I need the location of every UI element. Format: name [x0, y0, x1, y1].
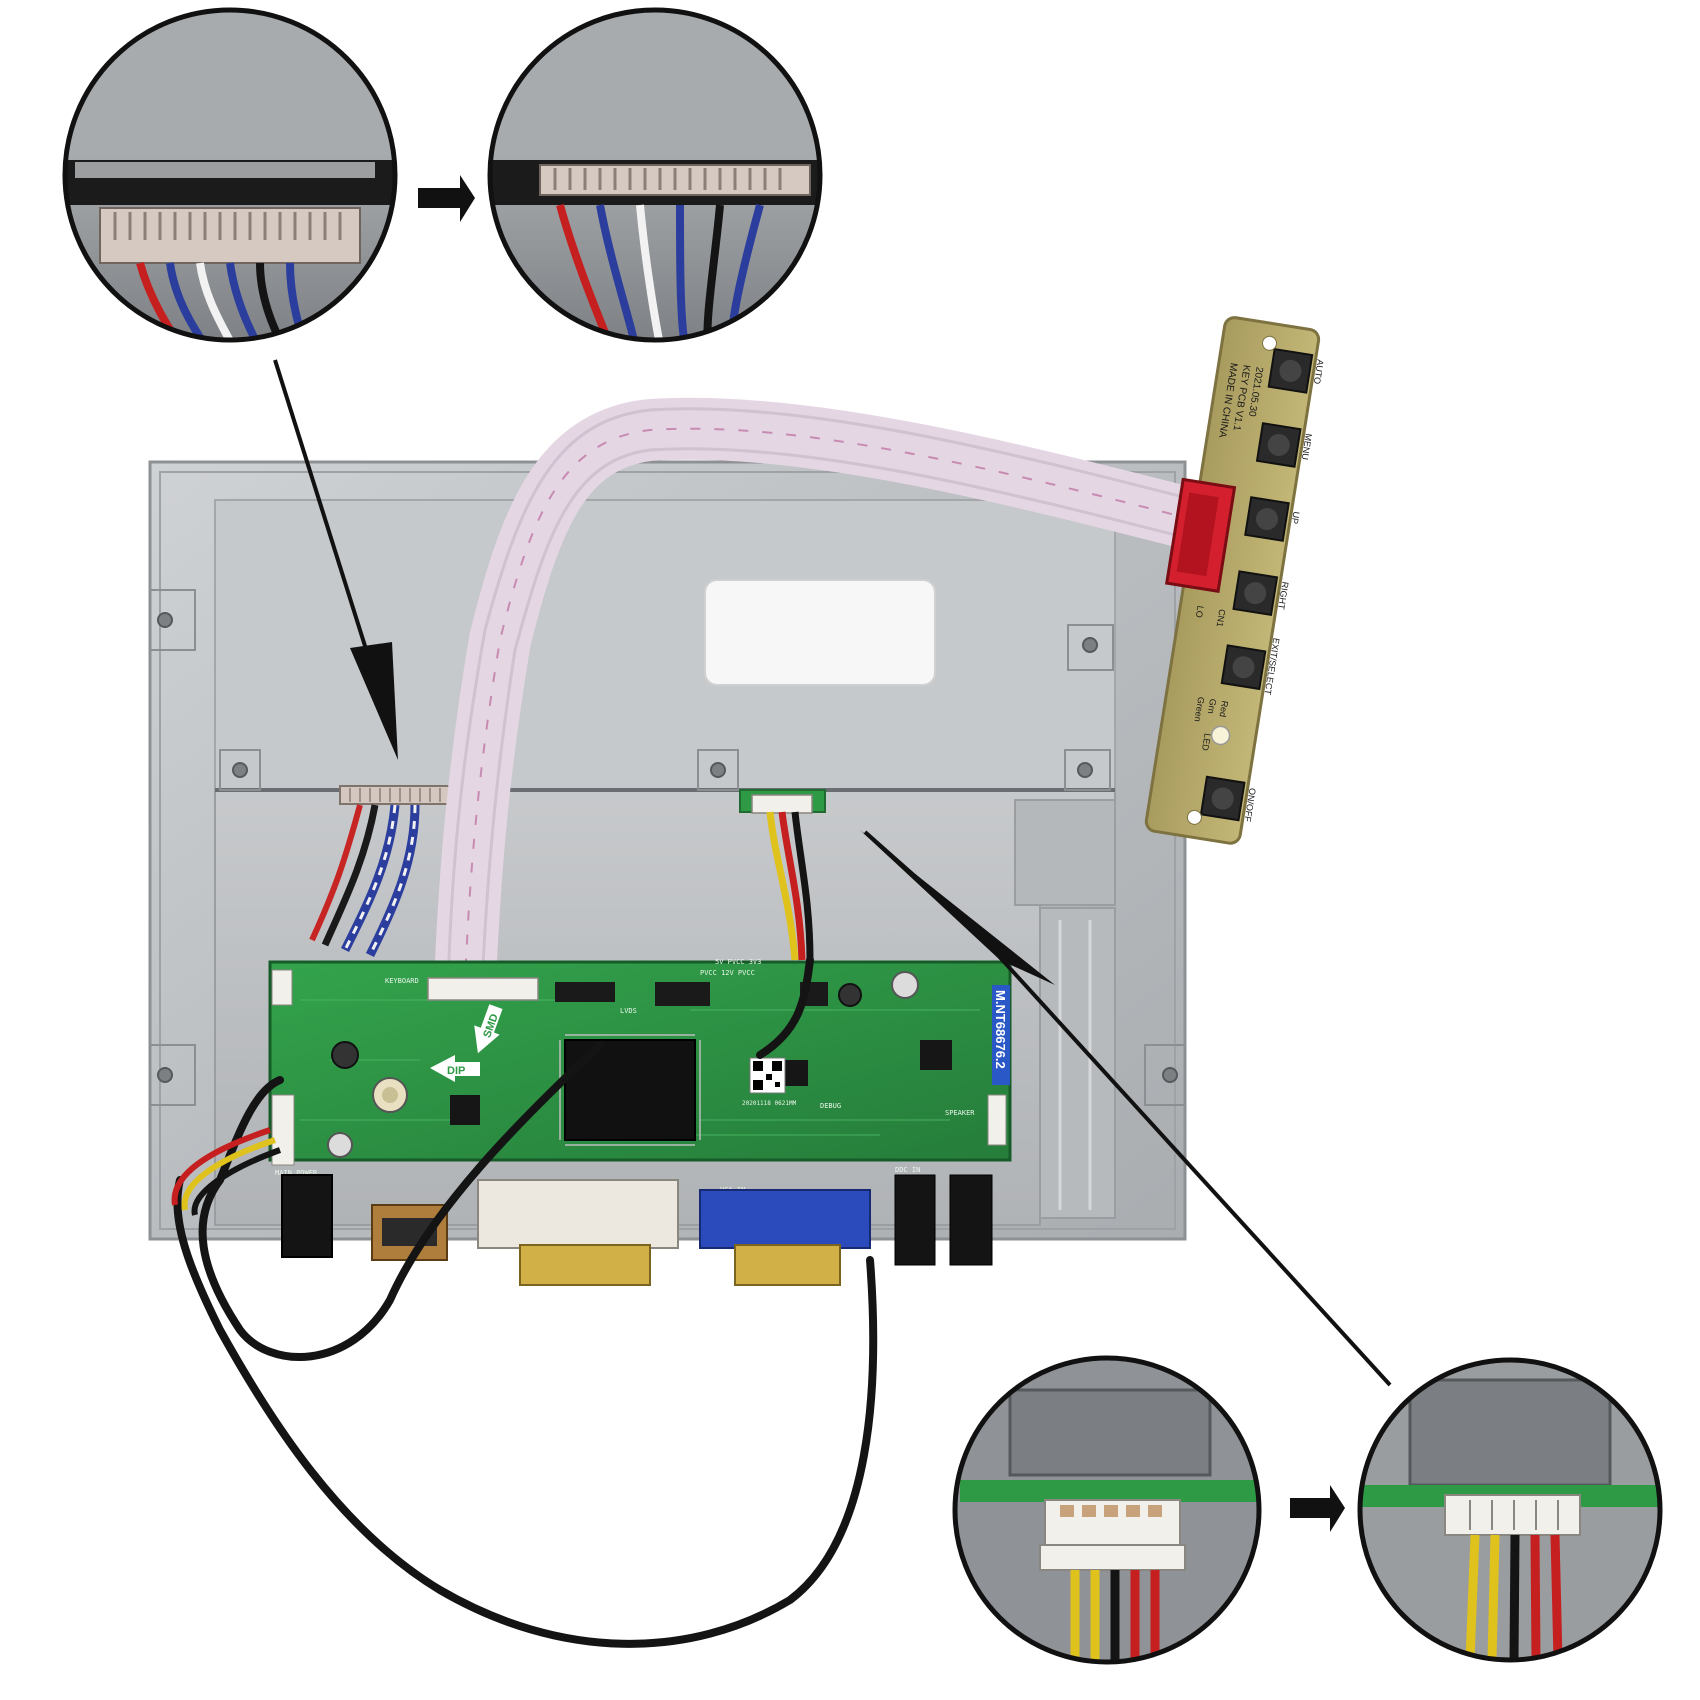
panel-backlight-connector [739, 789, 826, 814]
right-arrow-icon [418, 175, 475, 222]
keypad-led [1210, 725, 1231, 746]
silk-main-power: MAIN POWER [275, 1169, 318, 1177]
keypad-label-up: UP [1290, 511, 1302, 525]
lvds-twisted-cable [309, 804, 420, 958]
board-ports [281, 1174, 993, 1286]
panel-lvds-connector [339, 785, 451, 805]
capacitors [327, 971, 919, 1158]
zoom-lvds-unplugged [62, 7, 398, 343]
silk-power-select: 5V PVCC 3V3 [715, 958, 761, 966]
panel-screws [157, 612, 1178, 1083]
backlight-inverter-cable [173, 956, 878, 1648]
panel-label-sticker [704, 579, 936, 686]
backlight-wire [766, 811, 814, 961]
keypad-label-right: RIGHT [1276, 581, 1290, 611]
right-arrow-icon [1290, 1485, 1345, 1532]
dc-power-jack [281, 1174, 333, 1258]
pointer-arrow-icon [273, 359, 398, 760]
board-model-label: M.NT68676.2 [993, 990, 1008, 1069]
audio-jack [949, 1174, 993, 1266]
keypad-led-green: Green [1192, 696, 1206, 722]
keypad-header [427, 977, 539, 1001]
silk-pvcc: PVCC 12V PVCC [700, 969, 755, 977]
keypad-led-grn: Grn [1206, 698, 1218, 714]
silk-speaker: SPEAKER [945, 1109, 975, 1117]
pointer-arrow-icon [860, 830, 1392, 1387]
keypad-button-on-off[interactable] [1199, 775, 1246, 822]
keypad-label-auto: AUTO [1312, 359, 1326, 385]
dip-label: DIP [447, 1065, 465, 1077]
controller-board: M.NT68676.2 DIP SMD KEYBOARD LVDS 5V PVC… [268, 958, 1012, 1194]
main-power-header [271, 1094, 295, 1166]
keypad-button-auto[interactable] [1267, 348, 1314, 394]
silk-debug: DEBUG [820, 1102, 841, 1110]
silk-qr-caption: 20201118 0621MM [742, 1100, 797, 1107]
keypad-led-red: Red [1218, 700, 1230, 718]
keypad-button-up[interactable] [1244, 496, 1290, 542]
keyboard-header [271, 969, 293, 1006]
keypad-board: AUTO MENU UP RIGHT EXIT/SELECT ON/OFF 20… [1144, 316, 1326, 845]
keypad-led-caption: LED [1200, 733, 1213, 752]
small-ic [920, 1040, 952, 1070]
silk-ddc-in: DDC IN [895, 1166, 920, 1174]
keypad-label-menu: MENU [1300, 433, 1314, 461]
power-wire-bundle [171, 1127, 282, 1216]
keypad-button-right[interactable] [1232, 570, 1279, 616]
speaker-header [987, 1094, 1007, 1146]
keypad-cn-label: CN1 [1215, 608, 1228, 627]
zoom-backlight-plugged [1357, 1357, 1663, 1663]
qr-code [749, 1057, 786, 1094]
vga-port [699, 1189, 871, 1249]
dvi-port [477, 1179, 679, 1249]
dip-arrow-label: DIP [430, 1055, 480, 1082]
zoom-backlight-unplugged [952, 1355, 1262, 1665]
silk-lvds: LVDS [620, 1007, 637, 1015]
keypad-ribbon-cable [434, 397, 1203, 987]
zoom-lvds-plugged [487, 7, 823, 343]
power-select-jumpers [655, 982, 710, 1006]
lvds-header [555, 982, 615, 1002]
keypad-button-menu[interactable] [1255, 422, 1302, 468]
audio-jack [894, 1174, 936, 1266]
silk-keyboard: KEYBOARD [385, 977, 419, 985]
keypad-button-exit-select[interactable] [1220, 644, 1267, 691]
small-ic [450, 1095, 480, 1125]
keypad-lo-label: LO [1194, 605, 1206, 618]
